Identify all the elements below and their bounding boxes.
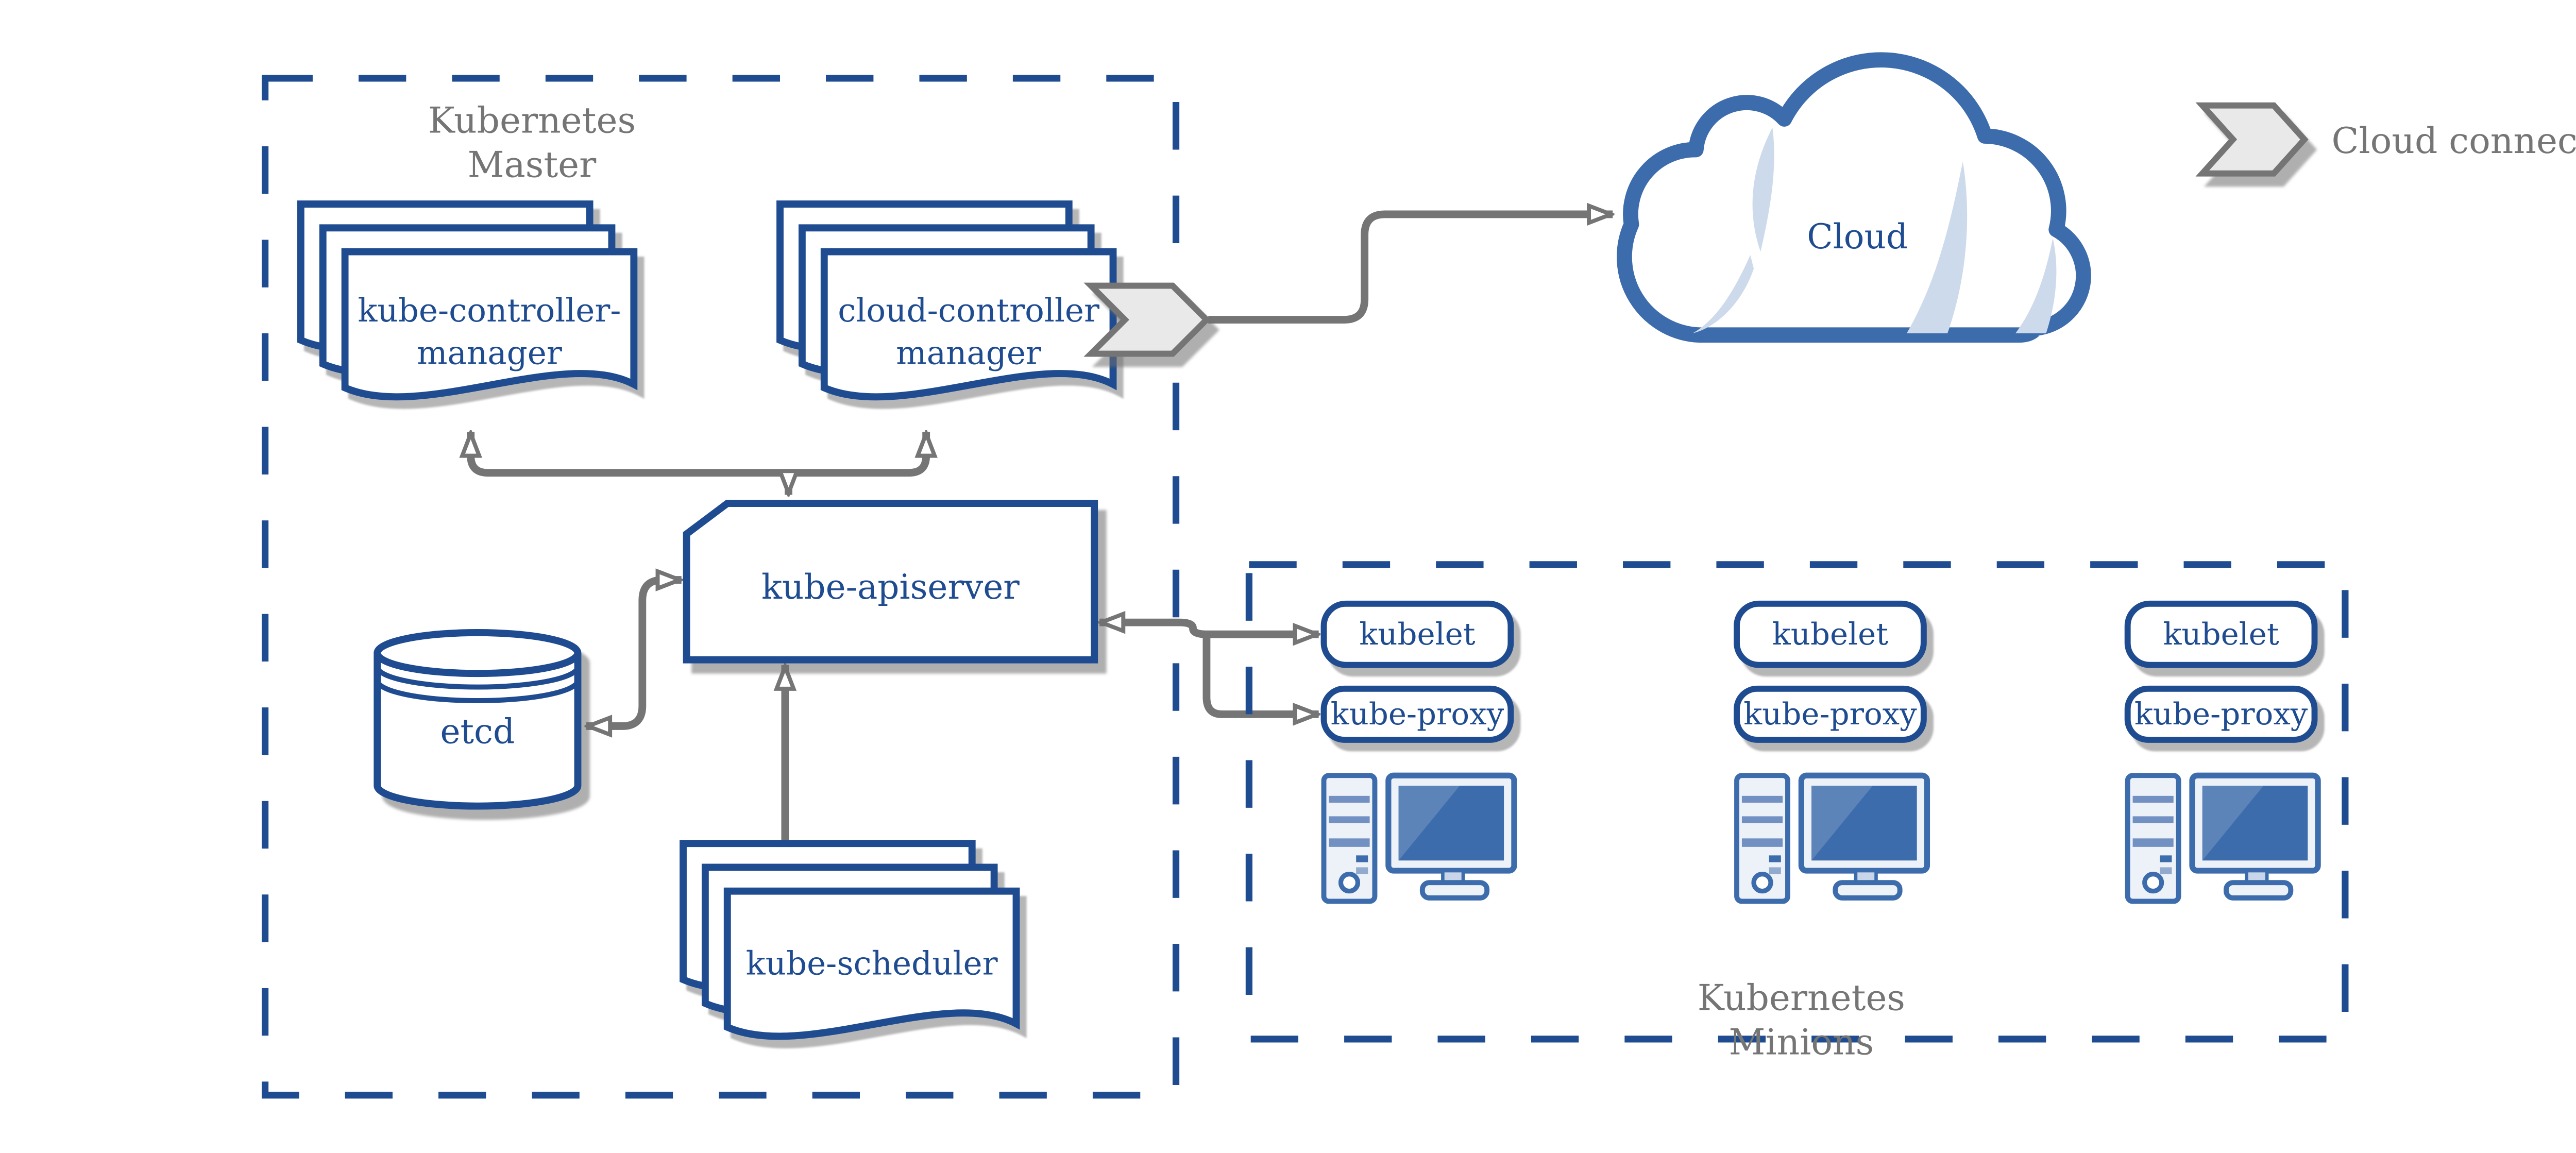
arrow-apiserver-etcd <box>586 580 682 726</box>
cylinder-disk-line <box>375 680 581 703</box>
kube-controller-manager-label-line2: manager <box>417 334 562 371</box>
kube-scheduler-label: kube-scheduler <box>746 944 998 982</box>
kubernetes-minions-title: Kubernetes Minions <box>1698 978 1905 1063</box>
workstation-icon <box>2125 772 2321 904</box>
kubelet-label: kubelet <box>2163 617 2279 652</box>
arrow-apiserver-kubelet <box>1099 622 1319 634</box>
minions-title-line1: Kubernetes <box>1698 978 1905 1019</box>
cloud-controller-manager-shape: cloud-controller manager <box>776 200 1117 401</box>
minions-title-line2: Minions <box>1729 1022 1874 1063</box>
workstation-icon <box>1321 772 1517 904</box>
kube-proxy-box <box>1320 685 1514 743</box>
kube-proxy-box <box>1734 685 1927 743</box>
cloud-sliver <box>1906 161 1968 333</box>
document-sheet-front <box>723 887 1020 1040</box>
cloud-connector-chevron-icon <box>1083 282 1211 357</box>
cloud-connector-legend-label: Cloud connector <box>2332 121 2576 162</box>
cloud-label: Cloud <box>1807 217 1908 257</box>
monitor-icon <box>1798 772 1930 901</box>
cylinder-body <box>374 653 582 810</box>
monitor-icon <box>2189 772 2321 901</box>
minion-node-2: kubelet kube-proxy <box>1734 600 1930 904</box>
cloud-controller-manager-label-line2: manager <box>896 334 1041 371</box>
arrow-apiserver-to-controllers <box>471 432 926 477</box>
cloud-connector-legend: Cloud connector <box>2195 102 2576 177</box>
cloud-outline <box>1617 52 2091 343</box>
kube-scheduler-shape: kube-scheduler <box>680 840 1020 1040</box>
connectors <box>471 214 1613 886</box>
kubernetes-master-title: Kubernetes Master <box>428 100 636 185</box>
cylinder-disk-line <box>375 666 581 690</box>
kube-proxy-box <box>2124 685 2318 743</box>
kube-proxy-label: kube-proxy <box>1331 697 1504 732</box>
kube-proxy-label: kube-proxy <box>2134 697 2308 732</box>
monitor-icon <box>1385 772 1517 901</box>
workstation-icon <box>1734 772 1930 904</box>
kubernetes-master-boundary <box>261 75 1180 1099</box>
apiserver-card <box>683 500 1098 664</box>
computer-tower-icon <box>1321 773 1378 904</box>
kube-controller-manager-shape: kube-controller- manager <box>297 200 638 401</box>
cloud-shape: Cloud <box>1617 52 2091 343</box>
cloud-sliver <box>1692 255 1754 333</box>
arrow-apiserver-kube-proxy <box>1202 634 1319 714</box>
kubelet-label: kubelet <box>1772 617 1888 652</box>
arrow-connector-to-cloud <box>1208 214 1613 324</box>
etcd-shape <box>374 629 582 810</box>
cloud-connector-chevron-icon <box>2195 102 2309 177</box>
etcd-label: etcd <box>440 711 515 751</box>
kubelet-box <box>1320 600 1514 668</box>
cloud-sliver <box>2015 238 2057 333</box>
document-sheet-front <box>820 248 1117 401</box>
computer-tower-icon <box>2125 773 2181 904</box>
cylinder-top <box>374 629 582 677</box>
kubelet-label: kubelet <box>1359 617 1475 652</box>
kube-apiserver-shape: kube-apiserver <box>683 500 1098 664</box>
kube-controller-manager-label-line1: kube-controller- <box>358 292 621 329</box>
document-sheet-front <box>341 248 638 401</box>
master-title-line1: Kubernetes <box>428 100 636 141</box>
kubelet-box <box>1734 600 1927 668</box>
cloud-sliver <box>1752 127 1774 252</box>
minion-node-3: kubelet kube-proxy <box>2124 600 2321 904</box>
cloud-controller-manager-label-line1: cloud-controller <box>838 292 1099 329</box>
kube-proxy-label: kube-proxy <box>1743 697 1917 732</box>
kubernetes-minions-boundary <box>1245 561 2349 1043</box>
minion-node-1: kubelet kube-proxy <box>1320 600 1517 904</box>
master-title-line2: Master <box>468 144 597 185</box>
kube-apiserver-label: kube-apiserver <box>761 567 1020 607</box>
kubelet-box <box>2124 600 2318 668</box>
computer-tower-icon <box>1734 773 1790 904</box>
